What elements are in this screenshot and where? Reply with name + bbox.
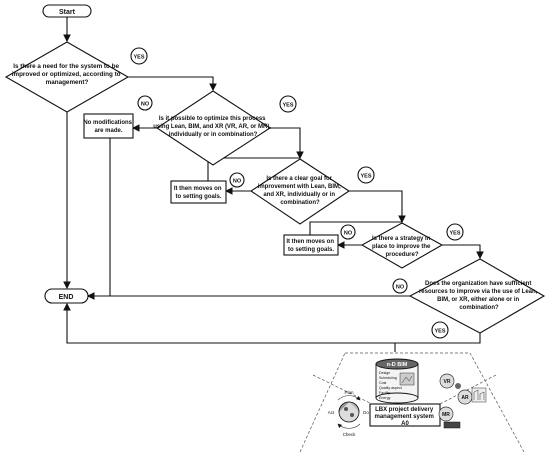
no-badge-q3: NO bbox=[229, 172, 245, 188]
decision-q3: Is there a clear goal for improvement wi… bbox=[250, 158, 350, 225]
svg-text:Does the organization have suf: Does the organization have sufficient re… bbox=[419, 281, 539, 311]
svg-text:Is there a need for the system: Is there a need for the system to be imp… bbox=[12, 63, 123, 86]
q1-line-2: improved or optimized, according to bbox=[12, 71, 121, 78]
lbx-line-2: management system bbox=[374, 414, 433, 420]
bim-item: Energy bbox=[379, 396, 391, 400]
end-label: END bbox=[59, 294, 74, 301]
bim-item: Design bbox=[379, 371, 390, 375]
no-badge-q5: NO bbox=[392, 278, 408, 294]
goals2-line-1: It then moves on bbox=[286, 239, 334, 245]
svg-text:Design Scheduling: Design Scheduling Cost Quality aspect Fa… bbox=[379, 371, 403, 400]
q1-line-3: management? bbox=[46, 79, 89, 86]
box-setting-goals-1: It then moves on to setting goals. bbox=[170, 180, 227, 204]
svg-text:NO: NO bbox=[396, 285, 405, 291]
q1-line-1: Is there a need for the system to be bbox=[13, 63, 119, 70]
bim-item: Quality aspect bbox=[379, 386, 402, 390]
decision-q1: Is there a need for the system to be imp… bbox=[4, 41, 130, 113]
svg-text:No modifications are mad: No modifications are made. bbox=[83, 120, 133, 134]
q5-line-2: resources to improve via the use of Lean… bbox=[419, 289, 538, 295]
svg-text:YES: YES bbox=[282, 103, 293, 109]
bim-item: Cost bbox=[379, 381, 386, 385]
start-terminal: Start bbox=[42, 4, 92, 18]
q3-line-1: Is there a clear goal for bbox=[266, 176, 332, 182]
svg-text:MR: MR bbox=[442, 412, 450, 418]
q2-line-1: Is it possible to optimize this process bbox=[159, 116, 266, 122]
svg-text:Is there a clear goal for: Is there a clear goal for improvement wi… bbox=[258, 176, 343, 206]
svg-text:Is it possible to optimize thi: Is it possible to optimize this process … bbox=[153, 116, 272, 138]
goals1-line-2: to setting goals. bbox=[175, 194, 221, 200]
yes-badge-q1: YES bbox=[130, 47, 148, 65]
no-badge-q2: NO bbox=[137, 95, 153, 111]
svg-text:NO: NO bbox=[141, 102, 150, 108]
bim-title: n-D BIM bbox=[387, 362, 408, 368]
mr-device-icon: MR bbox=[438, 406, 461, 429]
bim-item: Scheduling bbox=[379, 376, 397, 380]
no-mod-line-2: are made. bbox=[94, 128, 122, 134]
svg-text:Is there a strategy in p: Is there a strategy in place to improve … bbox=[372, 236, 432, 258]
lbx-system-illustration: n-D BIM Design Scheduling Cost Quality a… bbox=[299, 352, 525, 453]
lbx-system-box: LBX project delivery management system A… bbox=[369, 403, 441, 427]
q3-line-4: combination? bbox=[280, 200, 320, 206]
no-mod-line-1: No modifications bbox=[83, 120, 132, 126]
svg-text:It then moves on to sett: It then moves on to setting goals. bbox=[174, 186, 223, 200]
bim-database-icon: n-D BIM Design Scheduling Cost Quality a… bbox=[375, 358, 419, 404]
svg-text:It then moves on to sett: It then moves on to setting goals. bbox=[286, 239, 335, 253]
yes-badge-q2: YES bbox=[279, 95, 297, 113]
yes-badge-q4: YES bbox=[446, 223, 464, 241]
goals1-line-1: It then moves on bbox=[174, 186, 222, 192]
pdca-plan: Plan bbox=[344, 390, 354, 395]
lbx-line-1: LBX project delivery bbox=[375, 407, 434, 413]
box-no-modifications: No modifications are made. bbox=[83, 113, 134, 139]
svg-text:VR: VR bbox=[444, 379, 451, 385]
lbx-line-3: A0 bbox=[401, 421, 409, 427]
svg-text:YES: YES bbox=[360, 174, 371, 180]
q3-line-3: and XR, individually or in bbox=[263, 192, 335, 198]
q5-line-3: BIM, or XR, either alone or in bbox=[437, 297, 519, 303]
yes-badge-q3: YES bbox=[357, 166, 375, 184]
svg-text:AR: AR bbox=[461, 395, 469, 401]
q5-line-1: Does the organization have sufficient bbox=[425, 281, 531, 287]
q4-line-2: place to improve the bbox=[372, 244, 431, 250]
svg-text:NO: NO bbox=[233, 179, 242, 185]
q2-line-3: individually or in combination? bbox=[169, 132, 258, 138]
q4-line-3: procedure? bbox=[385, 252, 418, 258]
q3-line-2: improvement with Lean, BIM, bbox=[258, 184, 341, 190]
q4-line-1: Is there a strategy in bbox=[372, 236, 431, 242]
decision-q2: Is it possible to optimize this process … bbox=[153, 90, 272, 166]
no-badge-q4: NO bbox=[340, 224, 356, 240]
decision-q4: Is there a strategy in place to improve … bbox=[360, 222, 444, 269]
svg-text:YES: YES bbox=[434, 329, 445, 335]
svg-text:LBX project delivery m: LBX project delivery management system A… bbox=[374, 407, 435, 427]
ar-glasses-icon: AR bbox=[457, 387, 487, 405]
end-terminal: END bbox=[44, 288, 89, 304]
connectors bbox=[63, 17, 484, 352]
bim-item: Facility bbox=[379, 391, 390, 395]
pdca-do: Do bbox=[363, 410, 369, 415]
svg-text:YES: YES bbox=[133, 55, 144, 61]
q2-line-2: using Lean, BIM, and XR (VR, AR, or MR), bbox=[153, 124, 271, 130]
vr-headset-icon: VR bbox=[439, 373, 461, 389]
svg-text:YES: YES bbox=[449, 231, 460, 237]
yes-badge-q5: YES bbox=[431, 321, 449, 339]
svg-text:NO: NO bbox=[344, 231, 353, 237]
goals2-line-2: to setting goals. bbox=[288, 247, 334, 253]
decision-q5: Does the organization have sufficient re… bbox=[408, 258, 546, 334]
pdca-act: Act bbox=[328, 410, 335, 415]
q5-line-4: combination? bbox=[459, 305, 499, 311]
box-setting-goals-2: It then moves on to setting goals. bbox=[283, 234, 339, 256]
pdca-check: Check bbox=[343, 432, 357, 437]
start-label: Start bbox=[59, 9, 76, 16]
pdca-cycle: Plan Do Check Act bbox=[328, 390, 370, 437]
